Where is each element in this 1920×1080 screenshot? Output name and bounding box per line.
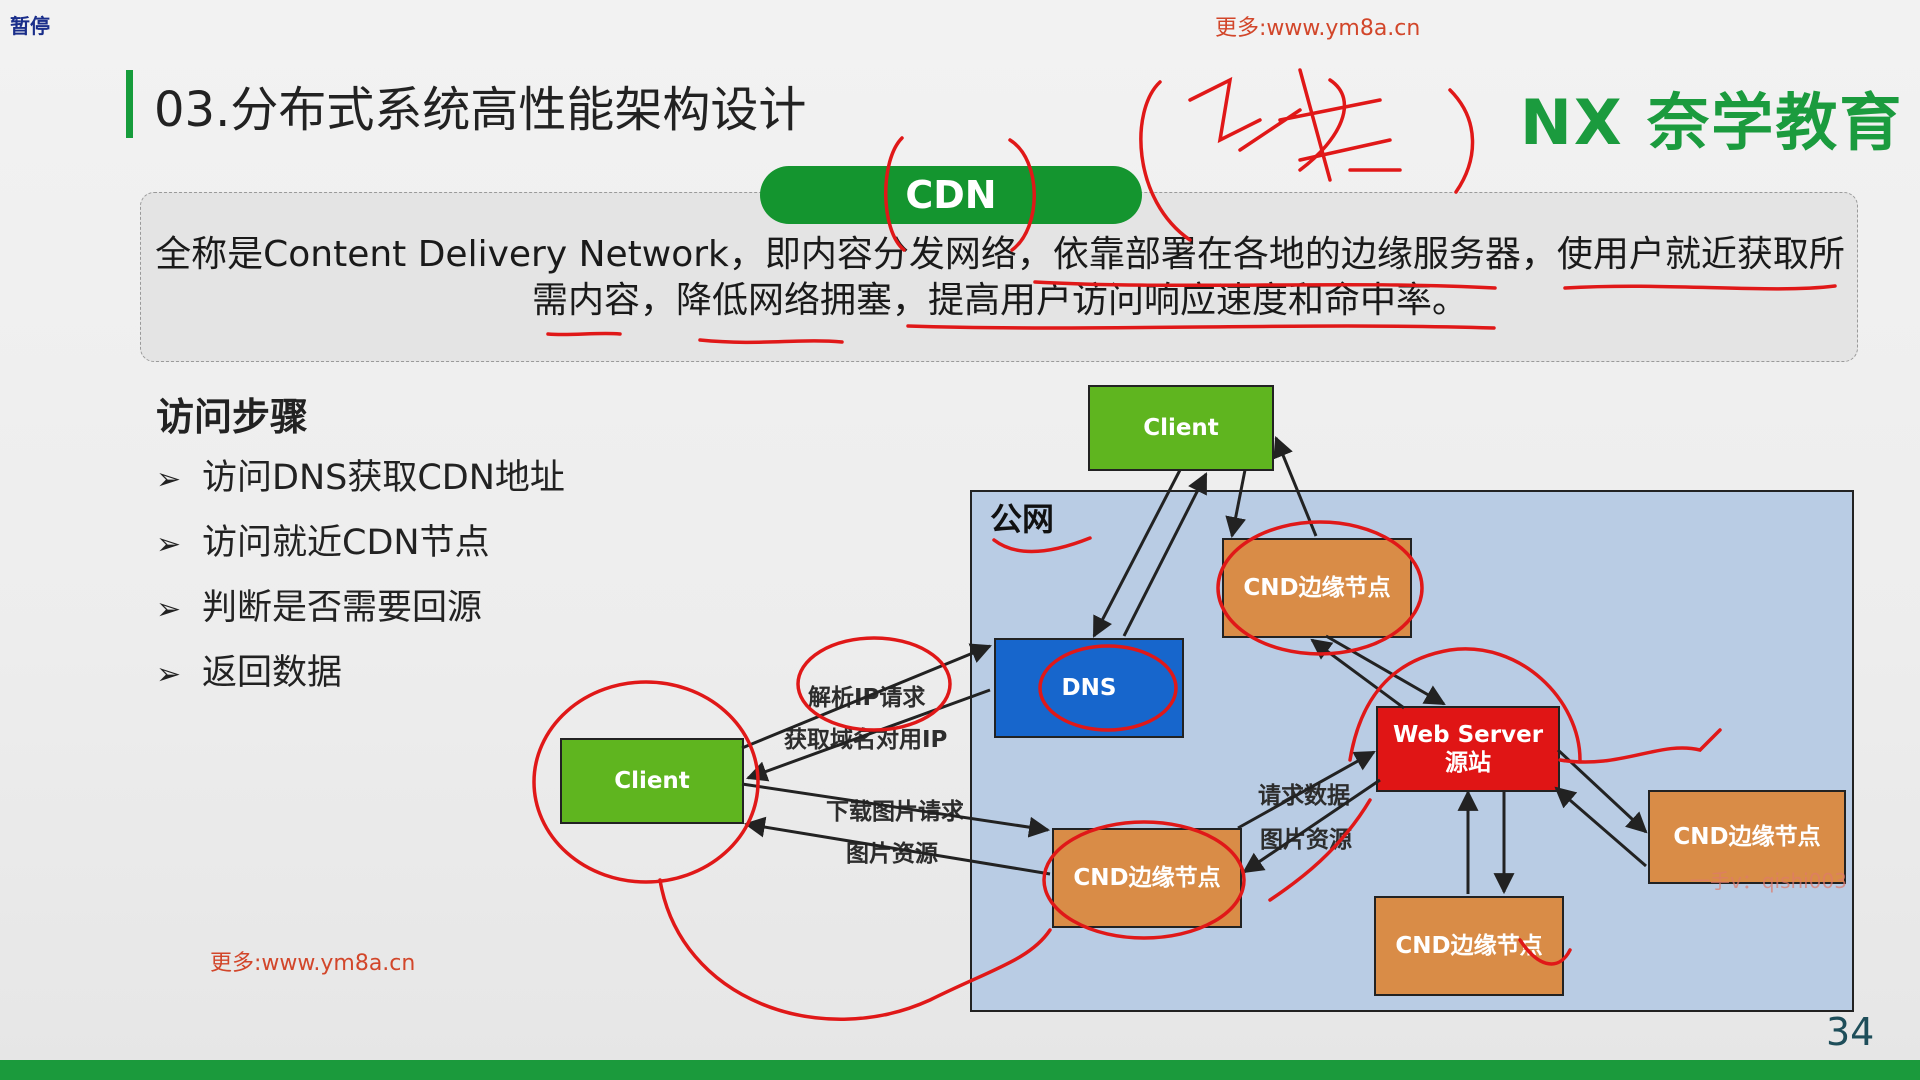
arrow-cdn-right-to-server [1554, 786, 1647, 868]
list-item: ➢ 访问就近CDN节点 [156, 515, 565, 580]
annotation-loop-server [1348, 647, 1582, 762]
steps-list: ➢ 访问DNS获取CDN地址 ➢ 访问就近CDN节点 ➢ 判断是否需要回源 ➢ 返回数据 [156, 450, 565, 710]
circle-resolve-request [796, 636, 952, 732]
bullet-arrow-icon: ➢ [156, 657, 182, 692]
client-node-top: Client [1088, 385, 1274, 471]
page-number: 34 [1826, 1010, 1875, 1054]
arrow-client-to-dns [1092, 469, 1182, 638]
annotation-paren-close [1448, 88, 1475, 194]
node-label: Client [614, 768, 690, 794]
arrow-data-return [1242, 778, 1381, 874]
title-accent-bar [126, 70, 133, 138]
underline-public-net [992, 536, 1092, 554]
circle-cdn-mid [1042, 820, 1246, 940]
cdn-edge-node-top: CND边缘节点 [1222, 538, 1412, 638]
list-item: ➢ 访问DNS获取CDN地址 [156, 450, 565, 515]
underline-definition-2 [1563, 284, 1837, 291]
annotation-curve-bottom [658, 878, 1052, 1021]
watermark-bottom: 更多:www.ym8a.cn [210, 951, 416, 976]
node-label: DNS [1061, 675, 1117, 701]
watermark-top: 更多:www.ym8a.cn [1215, 16, 1421, 41]
watermark-side: 一手v：qishi003 [1690, 869, 1847, 893]
step-text: 返回数据 [202, 653, 343, 693]
node-label: CND边缘节点 [1673, 824, 1821, 850]
bullet-arrow-icon: ➢ [156, 462, 182, 497]
underline-definition-1 [1033, 280, 1497, 290]
arrow-cdn-top-to-server [1325, 634, 1446, 706]
arrow-client-to-cdn [1225, 469, 1247, 539]
arrow-download-request [741, 782, 1051, 838]
arrow-image-resource [743, 816, 1051, 876]
cdn-edge-node-bottom: CND边缘节点 [1374, 896, 1564, 996]
underline-definition-4 [698, 338, 844, 345]
pause-indicator[interactable]: 暂停 [10, 14, 50, 38]
steps-heading: 访问步骤 [156, 395, 309, 439]
node-label: CND边缘节点 [1243, 575, 1391, 601]
arrow-cdn-to-client [1273, 436, 1318, 537]
step-text: 访问DNS获取CDN地址 [202, 458, 565, 498]
arrow-server-to-cdn-top [1310, 638, 1405, 710]
node-label: CND边缘节点 [1395, 933, 1543, 959]
bullet-arrow-icon: ➢ [156, 527, 182, 562]
node-label: Client [1143, 415, 1219, 441]
arrow-server-to-cdn-right [1556, 748, 1648, 834]
handwritten-cache-glyph-2 [1298, 78, 1402, 172]
circle-dns [1038, 644, 1178, 732]
annotation-arrow-right [1558, 728, 1722, 764]
topic-badge: CDN [760, 166, 1142, 224]
list-item: ➢ 返回数据 [156, 645, 565, 710]
annotation-tick-bottom [1518, 938, 1572, 966]
public-network-label: 公网 [990, 500, 1055, 538]
cdn-edge-node-mid: CND边缘节点 [1052, 828, 1242, 928]
list-item: ➢ 判断是否需要回源 [156, 580, 565, 645]
client-node-left: Client [560, 738, 744, 824]
annotation-bracket-right [1008, 138, 1036, 252]
arrow-resolve-request [741, 643, 992, 750]
bottom-accent-bar [0, 1060, 1920, 1080]
annotation-paren-open [1139, 80, 1192, 242]
node-label: CND边缘节点 [1073, 865, 1221, 891]
arrow-resolved-ip [746, 688, 991, 782]
step-text: 判断是否需要回源 [202, 588, 483, 628]
handwritten-cache-glyph [1188, 68, 1392, 182]
definition-text: 全称是Content Delivery Network，即内容分发网络，依靠部署… [155, 234, 1845, 321]
step-text: 访问就近CDN节点 [202, 523, 490, 563]
arrow-dns-to-client [1122, 472, 1208, 637]
edge-label-download-request: 下载图片请求 [826, 799, 964, 825]
node-sublabel: 源站 [1445, 750, 1491, 776]
cdn-edge-node-right: CND边缘节点 [1648, 790, 1846, 884]
bullet-arrow-icon: ➢ [156, 592, 182, 627]
node-label: Web Server [1392, 722, 1544, 748]
circle-cdn-top [1216, 520, 1424, 656]
annotation-stroke-mid [1268, 798, 1372, 902]
annotation-bracket-left [884, 136, 906, 252]
edge-label-request-data: 请求数据 [1258, 783, 1350, 809]
underline-definition-3 [546, 331, 622, 337]
circle-client-left [532, 680, 760, 884]
underline-definition-5 [906, 324, 1496, 330]
slide-title: 03.分布式系统高性能架构设计 [154, 82, 807, 138]
arrow-request-data [1237, 750, 1376, 830]
brand-logo: NX 奈学教育 [1520, 86, 1904, 159]
